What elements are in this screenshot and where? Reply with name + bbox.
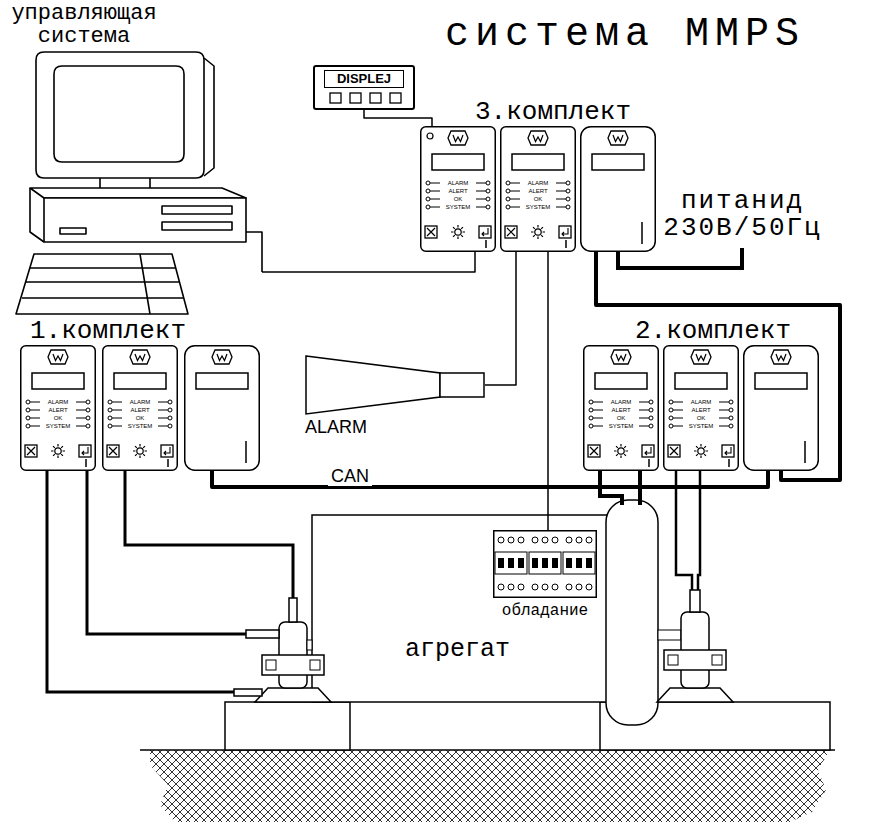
- ground-hatch: [150, 750, 830, 822]
- led-label: SYSTEM: [603, 423, 639, 430]
- machine-body: [312, 515, 630, 702]
- led-label: OK: [520, 196, 556, 203]
- set-heading: 2.комплект: [635, 318, 791, 344]
- alarm-horn: ALARM: [305, 355, 485, 415]
- bearing-foot: [255, 688, 331, 702]
- led-label: OK: [440, 196, 476, 203]
- monitor-module: ALARMALERTOKSYSTEM: [20, 345, 96, 471]
- module-set: 2.комплектALARMALERTOKSYSTEMALARMALERTOK…: [583, 345, 819, 471]
- bolt: [310, 660, 320, 670]
- sensor-cable: [47, 471, 234, 692]
- bolt: [712, 655, 722, 665]
- connector-line: [364, 110, 432, 126]
- led-label: ALERT: [520, 188, 556, 195]
- monitor-module: ALARMALERTOKSYSTEM: [583, 345, 659, 471]
- alarm-horn-drawing: [305, 355, 485, 415]
- led-label: OK: [603, 415, 639, 422]
- horn-label: ALARM: [305, 417, 367, 437]
- connector-line: [262, 252, 475, 272]
- led-label: SYSTEM: [520, 204, 556, 211]
- sensor: [234, 689, 262, 696]
- led-label: ALERT: [683, 407, 719, 414]
- set-heading: 1.комплект: [30, 318, 186, 344]
- computer-caption: управляющая система: [4, 2, 164, 48]
- monitor-module: ALARMALERTOKSYSTEM: [102, 345, 178, 471]
- shaft: [307, 640, 312, 650]
- sensor: [690, 590, 700, 612]
- coupling-cylinder: [606, 500, 658, 725]
- display-text: DISPLEJ: [324, 70, 404, 88]
- bearing-foot: [657, 688, 733, 702]
- left-foundation: [225, 702, 350, 750]
- bearing-flange: [664, 650, 726, 670]
- led-label: SYSTEM: [683, 423, 719, 430]
- led-label: ALARM: [683, 399, 719, 406]
- power-supply-label: питанид 230В/50Гц: [650, 188, 835, 242]
- led-label: ALARM: [122, 399, 158, 406]
- switchgear-label: обладание: [483, 602, 607, 620]
- switchgear-drawing: [493, 530, 597, 598]
- led-label: OK: [683, 415, 719, 422]
- bus-label: CAN: [328, 466, 372, 486]
- shaft: [658, 630, 681, 640]
- led-label: ALARM: [440, 180, 476, 187]
- sensor: [289, 598, 297, 622]
- bolt: [266, 660, 276, 670]
- led-label: ALERT: [122, 407, 158, 414]
- control-computer: управляющая система: [8, 50, 262, 318]
- led-label: ALARM: [520, 180, 556, 187]
- set-heading: 3.комплект: [475, 99, 631, 125]
- diagram-title: система MMPS: [445, 12, 805, 58]
- machine-label: агрегат: [405, 637, 510, 663]
- led-label: OK: [40, 415, 76, 422]
- led-label: ALARM: [603, 399, 639, 406]
- led-label: ALERT: [603, 407, 639, 414]
- monitor-module: ALARMALERTOKSYSTEM: [663, 345, 739, 471]
- led-label: ALERT: [40, 407, 76, 414]
- led-label: SYSTEM: [122, 423, 158, 430]
- bolt: [668, 655, 678, 665]
- sensor-cable: [87, 471, 246, 634]
- led-label: OK: [122, 415, 158, 422]
- led-label: SYSTEM: [440, 204, 476, 211]
- switchgear: обладание: [493, 530, 597, 598]
- display-unit: DISPLEJ: [313, 65, 415, 110]
- connector-line: [485, 252, 516, 385]
- led-label: ALARM: [40, 399, 76, 406]
- monitor-module: ALARMALERTOKSYSTEM: [500, 126, 576, 252]
- bearing-flange: [262, 655, 324, 675]
- module-set: 1.комплектALARMALERTOKSYSTEMALARMALERTOK…: [20, 345, 260, 471]
- led-label: SYSTEM: [40, 423, 76, 430]
- sensor-cable: [125, 471, 293, 598]
- sensor: [246, 630, 279, 638]
- monitor-module: ALARMALERTOKSYSTEM: [420, 126, 496, 252]
- module-set: 3.комплектALARMALERTOKSYSTEMALARMALERTOK…: [420, 126, 656, 252]
- machine-unit: агрегат обладание: [312, 515, 630, 702]
- control-computer-drawing: [8, 50, 262, 318]
- connector-line: [212, 471, 768, 487]
- led-label: ALERT: [440, 188, 476, 195]
